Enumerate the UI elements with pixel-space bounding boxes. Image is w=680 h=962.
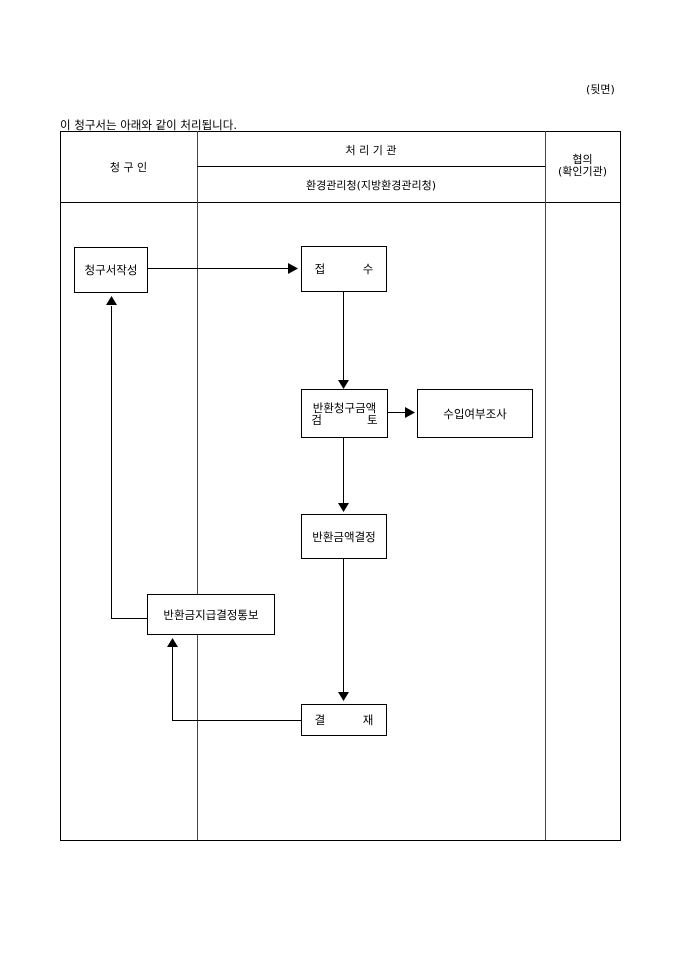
step-review-claim-amount: 반환청구금액 검 토 (301, 389, 388, 438)
arrowhead-right-icon (405, 407, 415, 418)
step-import-check-label: 수입여부조사 (443, 406, 507, 421)
step-approval-char-1: 결 (314, 713, 326, 727)
header-consult-line1: 협의 (572, 153, 593, 166)
arrowheads (106, 263, 415, 701)
step-notify-payment-label: 반환금지급결정통보 (163, 607, 259, 622)
arrowhead-down-icon (338, 503, 349, 512)
connectors (111, 268, 406, 721)
connector-notify-to-write (111, 306, 147, 619)
header-consult: 협의 (확인기관) (545, 154, 620, 178)
step-receipt-char-1: 접 (314, 262, 326, 276)
step-review-line1: 반환청구금액 (312, 400, 377, 415)
step-review-char-1: 검 (311, 412, 322, 427)
step-import-check: 수입여부조사 (417, 389, 533, 438)
arrowhead-up-icon (167, 638, 178, 647)
table-border (60, 131, 621, 841)
step-write-claim-label: 청구서작성 (84, 263, 138, 277)
arrowhead-up-icon (106, 296, 117, 305)
header-claimant: 청 구 인 (109, 161, 148, 174)
step-notify-payment: 반환금지급결정통보 (147, 594, 275, 635)
header-processing-agency: 처 리 기 관 (345, 144, 397, 157)
intro-text: 이 청구서는 아래와 같이 처리됩니다. (60, 118, 237, 132)
step-decide-amount-label: 반환금액결정 (312, 529, 376, 544)
step-approval-char-2: 재 (362, 713, 374, 727)
arrowhead-down-icon (338, 380, 349, 389)
header-processing-sub: 환경관리청(지방환경관리청) (305, 179, 437, 192)
step-receipt-char-2: 수 (362, 262, 374, 276)
step-write-claim: 청구서작성 (74, 247, 148, 293)
header-consult-line2: (확인기관) (557, 165, 608, 178)
step-decide-amount: 반환금액결정 (301, 514, 387, 559)
step-review-char-2: 토 (367, 412, 378, 427)
arrowhead-down-icon (338, 692, 349, 701)
arrowhead-right-icon (288, 263, 298, 274)
table-grid (60, 131, 621, 841)
page-side-label: (뒷면) (586, 83, 615, 96)
connector-approval-to-notify (172, 647, 301, 721)
